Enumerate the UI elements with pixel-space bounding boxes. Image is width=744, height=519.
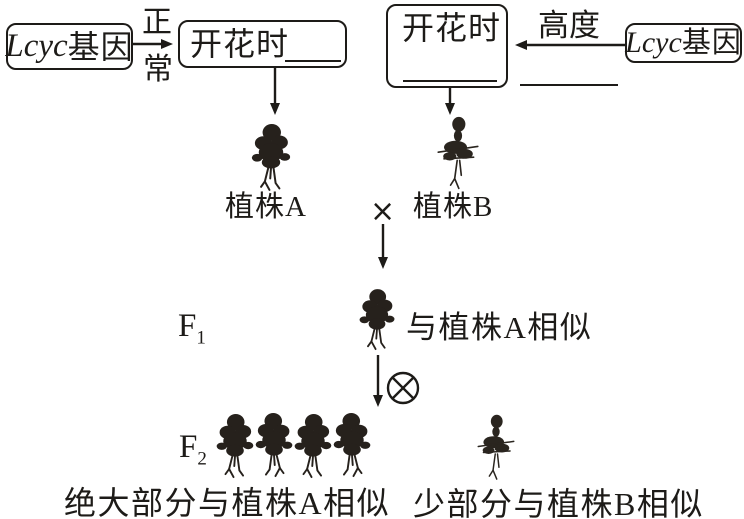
f2-plant-image xyxy=(254,412,294,478)
plant-a-label: 植株A xyxy=(225,191,307,223)
f2-caption-right: 少部分与植株B相似 xyxy=(413,486,704,519)
flowering-box-left: 开花时 xyxy=(178,20,347,68)
flowering-box-right: 开花时 xyxy=(386,4,508,88)
gene-name-italic: Lcyc xyxy=(625,26,682,59)
plant-b-label: 植株B xyxy=(413,191,494,223)
f2-label: F2 xyxy=(179,429,207,470)
gene-name-italic: Lcyc xyxy=(5,28,68,64)
f2-plant-image xyxy=(215,413,255,479)
f2-plant-image xyxy=(332,412,372,478)
plant-a-image xyxy=(250,123,292,191)
flowering-box-right-label: 开花时 xyxy=(402,10,502,46)
gene-name-rest: 基因 xyxy=(681,26,742,59)
f1-caption: 与植株A相似 xyxy=(406,310,593,345)
f1-label: F1 xyxy=(178,308,206,349)
flowering-box-left-label: 开花时 xyxy=(190,26,290,62)
cross-symbol: × xyxy=(370,194,396,229)
fill-in-blank-under-arrow xyxy=(520,84,618,86)
plant-b-image xyxy=(437,116,479,190)
arrow-label-high: 高度 xyxy=(538,8,600,43)
arrow-label-normal-bottom: 常 xyxy=(143,53,173,86)
f2-plant-b-image xyxy=(477,414,515,480)
fill-in-blank-right-box xyxy=(403,80,497,82)
self-pollination-icon xyxy=(386,371,420,405)
f2-caption-left: 绝大部分与植株A相似 xyxy=(64,485,391,519)
f1-plant-image xyxy=(358,288,396,351)
f2-plant-image xyxy=(293,413,333,479)
arrow-label-normal-top: 正 xyxy=(142,6,172,39)
gene-name-rest: 基因 xyxy=(67,28,134,65)
fill-in-blank-left-box xyxy=(285,60,341,62)
